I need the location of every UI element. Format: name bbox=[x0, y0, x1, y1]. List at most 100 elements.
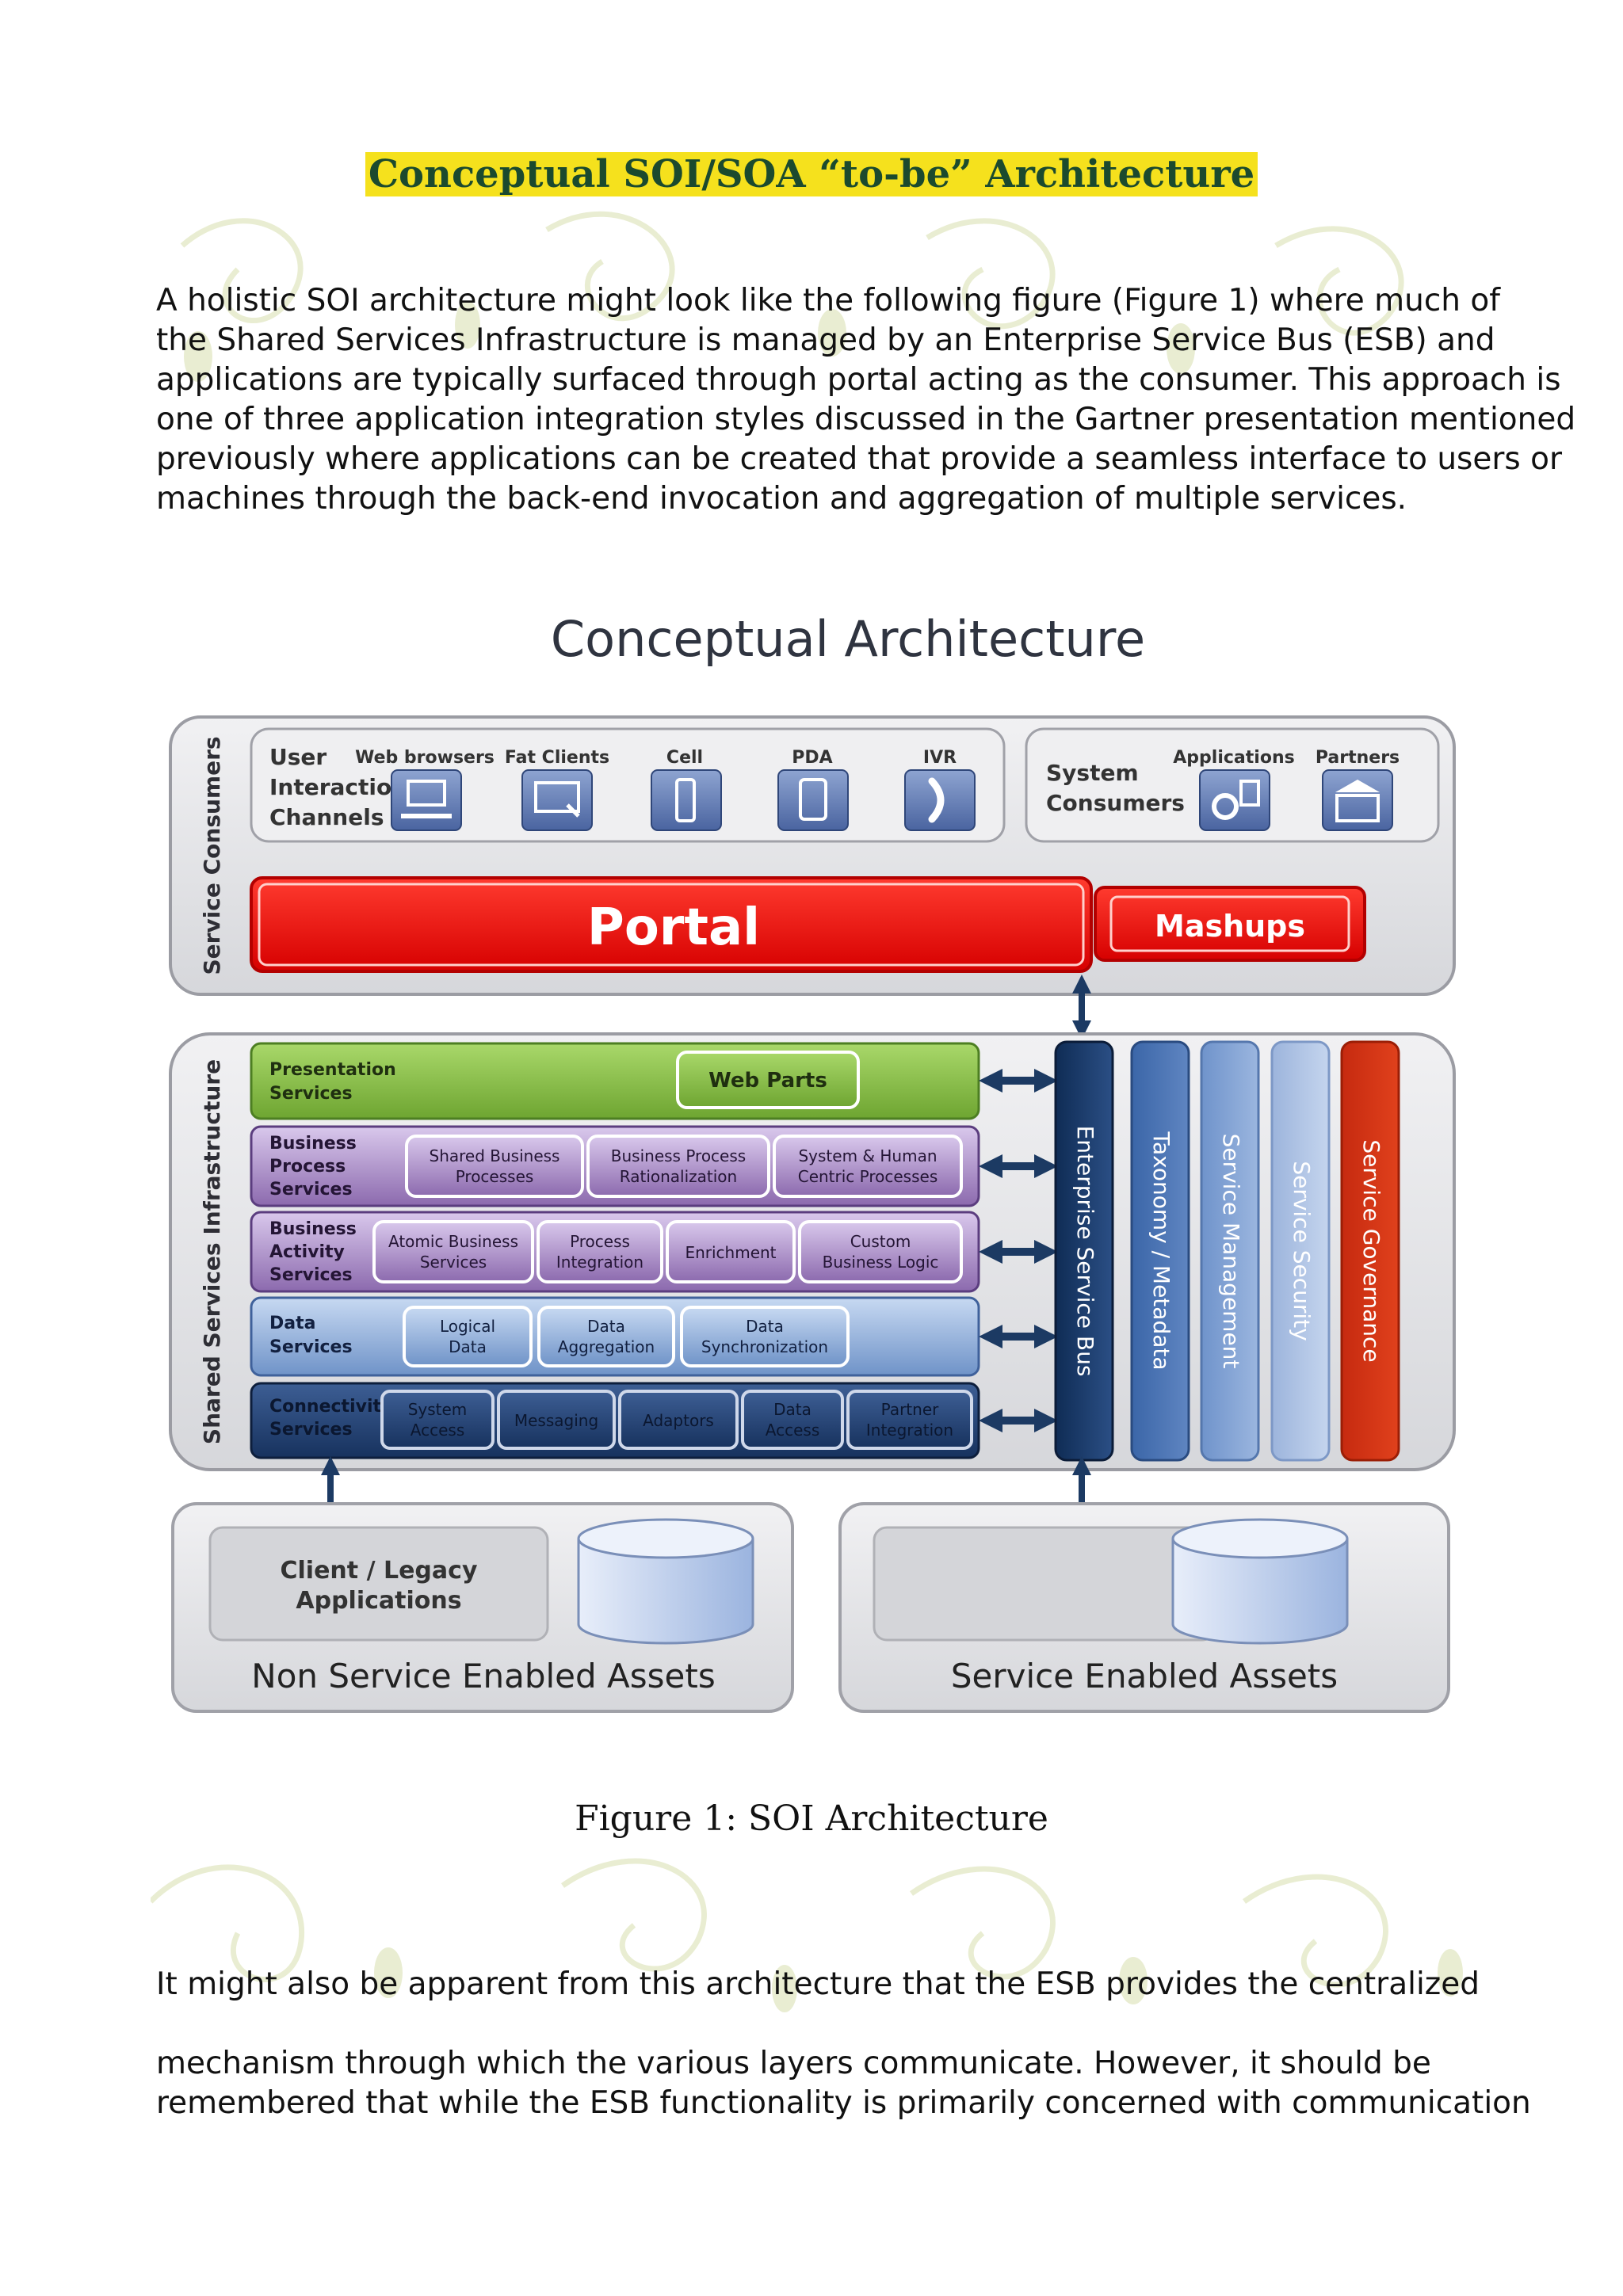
layer-item bbox=[741, 1390, 844, 1450]
laptop-icon bbox=[391, 769, 462, 831]
layer-item bbox=[405, 1135, 584, 1198]
channel-cell: Cell bbox=[651, 748, 722, 831]
column-label: Service Management bbox=[1218, 1134, 1244, 1369]
layer-item bbox=[497, 1390, 616, 1450]
layer-name-line: Services bbox=[269, 1084, 353, 1104]
layer-name-line: Business bbox=[269, 1134, 357, 1154]
layer-item-label: Access bbox=[766, 1421, 819, 1440]
channel-ivr: IVR bbox=[904, 748, 976, 831]
column-taxonomy-metadata: Taxonomy / Metadata bbox=[1130, 1040, 1190, 1462]
layer-item-label: Data bbox=[587, 1317, 625, 1336]
user-channels-title-line: Channels bbox=[269, 804, 384, 830]
channel-fat-clients: Fat Clients bbox=[505, 748, 609, 831]
outro-line: remembered that while the ESB functional… bbox=[156, 2085, 1531, 2121]
layer-item-label: Synchronization bbox=[701, 1337, 828, 1356]
layer-name-line: Services bbox=[269, 1337, 353, 1357]
intro-line: the Shared Services Infrastructure is ma… bbox=[156, 322, 1495, 358]
figure-caption: Figure 1: SOI Architecture bbox=[575, 1798, 1048, 1839]
database-cylinder-icon bbox=[577, 1518, 754, 1645]
layer-item-label: Partner bbox=[881, 1400, 939, 1419]
layer-item-label: Atomic Business bbox=[388, 1232, 518, 1251]
layer-item-label: Enrichment bbox=[685, 1243, 776, 1262]
layer-item-label: Business Process bbox=[611, 1146, 746, 1165]
layer-item-label: Custom bbox=[850, 1232, 911, 1251]
layer-item-label: Data bbox=[773, 1400, 812, 1419]
layer-presentation: Presentation Services Web Parts bbox=[250, 1042, 980, 1120]
service-consumers-label: Service Consumers bbox=[199, 736, 225, 974]
channel-label: Web browsers bbox=[355, 748, 495, 768]
layer-item-label: Web Parts bbox=[708, 1069, 827, 1093]
layer-item-label: Access bbox=[411, 1421, 464, 1440]
shared-services-label: Shared Services Infrastructure bbox=[199, 1059, 225, 1444]
consumer-partners: Partners bbox=[1316, 748, 1400, 831]
layer-name-line: Activity bbox=[269, 1242, 345, 1262]
layer-name-line: Services bbox=[269, 1420, 353, 1440]
layer-business-process: Business Process Services Shared Busines… bbox=[250, 1125, 980, 1207]
layer-item bbox=[537, 1306, 675, 1367]
layer-arrows bbox=[979, 1069, 1058, 1432]
layer-item-label: Process bbox=[570, 1232, 630, 1251]
user-channels-title-line: User bbox=[269, 744, 327, 770]
layer-item bbox=[403, 1306, 533, 1367]
channel-label: IVR bbox=[923, 748, 957, 768]
architecture-figure: Conceptual Architecture Service Consumer… bbox=[169, 610, 1456, 1713]
layer-item-label: Integration bbox=[866, 1421, 953, 1440]
layer-item-label: Data bbox=[449, 1337, 487, 1356]
intro-paragraph: A holistic SOI architecture might look l… bbox=[156, 281, 1575, 519]
column-enterprise-service-bus: Enterprise Service Bus bbox=[1054, 1040, 1114, 1462]
non-service-assets-label: Non Service Enabled Assets bbox=[251, 1657, 715, 1695]
layer-name-line: Data bbox=[269, 1314, 315, 1333]
column-service-security: Service Security bbox=[1270, 1040, 1331, 1462]
column-service-governance: Service Governance bbox=[1340, 1040, 1400, 1462]
portal-bar bbox=[250, 876, 1093, 973]
consumer-label: Partners bbox=[1316, 748, 1400, 768]
layer-connectivity: Connectivity Services System Access Mess… bbox=[250, 1382, 980, 1459]
layer-item bbox=[676, 1051, 860, 1109]
system-consumers-title-line: System bbox=[1046, 760, 1139, 786]
layer-item bbox=[618, 1390, 739, 1450]
portal-label: Portal bbox=[587, 898, 760, 957]
system-consumers-title-line: Consumers bbox=[1046, 790, 1185, 816]
layer-item-label: Shared Business bbox=[430, 1146, 560, 1165]
intro-line: previously where applications can be cre… bbox=[156, 441, 1563, 477]
channel-pda: PDA bbox=[777, 748, 849, 831]
intro-line: A holistic SOI architecture might look l… bbox=[156, 283, 1501, 318]
user-channels-title-line: Interaction bbox=[269, 774, 407, 800]
mashups-bar bbox=[1094, 886, 1366, 962]
column-label: Enterprise Service Bus bbox=[1072, 1126, 1098, 1377]
column-label: Service Governance bbox=[1358, 1139, 1384, 1362]
intro-line: machines through the back-end invocation… bbox=[156, 481, 1407, 517]
client-legacy-line: Client / Legacy bbox=[281, 1557, 478, 1585]
layer-data: Data Services Logical Data Data Aggregat… bbox=[250, 1296, 980, 1377]
pda-icon bbox=[777, 769, 849, 831]
layer-item bbox=[798, 1220, 963, 1283]
layer-name-line: Connectivity bbox=[269, 1397, 392, 1417]
layer-item bbox=[372, 1220, 534, 1283]
layer-item bbox=[846, 1390, 973, 1450]
layer-item bbox=[586, 1135, 770, 1198]
figure-heading: Conceptual Architecture bbox=[551, 610, 1145, 668]
layer-item-label: Aggregation bbox=[558, 1337, 655, 1356]
client-legacy-box bbox=[208, 1526, 549, 1642]
layer-item-label: Data bbox=[746, 1317, 784, 1336]
outro-line: It might also be apparent from this arch… bbox=[156, 1966, 1480, 2002]
database-cylinder-icon bbox=[1171, 1518, 1349, 1645]
layer-item-label: Messaging bbox=[514, 1411, 598, 1430]
layer-item-label: Centric Processes bbox=[798, 1167, 938, 1186]
layer-item-label: Rationalization bbox=[620, 1167, 737, 1186]
channel-label: Cell bbox=[666, 748, 703, 768]
column-service-management: Service Management bbox=[1200, 1040, 1260, 1462]
layer-name-line: Business bbox=[269, 1219, 357, 1239]
layer-item bbox=[680, 1306, 850, 1367]
service-assets-label: Service Enabled Assets bbox=[951, 1657, 1338, 1695]
layer-name-line: Services bbox=[269, 1180, 353, 1199]
channel-label: Fat Clients bbox=[505, 748, 609, 768]
layer-item bbox=[773, 1135, 963, 1198]
layer-item-label: System & Human bbox=[798, 1146, 937, 1165]
column-label: Service Security bbox=[1289, 1161, 1315, 1341]
floral-watermark bbox=[151, 211, 1463, 2012]
outro-line: mechanism through which the various laye… bbox=[156, 2046, 1431, 2081]
channel-web-browsers: Web browsers bbox=[355, 748, 495, 831]
layer-name-line: Presentation bbox=[269, 1060, 396, 1080]
